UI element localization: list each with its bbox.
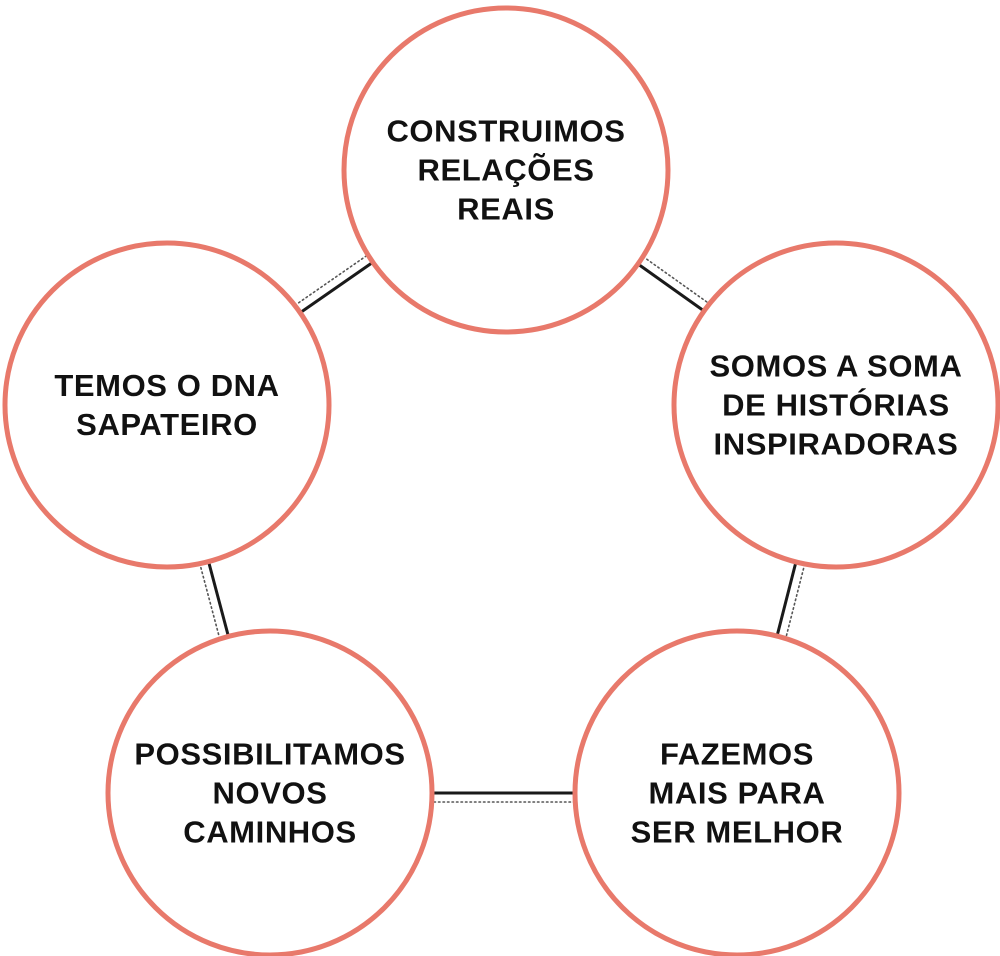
connector-line: [775, 560, 798, 638]
connector-line: [636, 262, 706, 313]
node-label-line: TEMOS O DNA: [54, 368, 279, 403]
connectors: [199, 254, 806, 803]
connector-dotted-line: [784, 563, 806, 640]
node-circle: [2, 240, 332, 570]
node-label-line: SER MELHOR: [631, 815, 844, 850]
node-label-line: CONSTRUIMOS: [386, 114, 625, 149]
node-circle: [572, 628, 902, 956]
node-label-line: SOMOS A SOMA: [710, 349, 963, 384]
connector-dotted-line: [199, 563, 221, 640]
connector-line: [207, 560, 230, 638]
node-circle: [341, 5, 671, 335]
node-label-line: REAIS: [457, 192, 555, 227]
node-label-line: RELAÇÕES: [417, 152, 594, 188]
node-label-line: MAIS PARA: [648, 776, 825, 811]
node-label-line: POSSIBILITAMOS: [134, 737, 405, 772]
connector-dotted-line: [294, 254, 369, 307]
node-fazemos: FAZEMOS MAIS PARA SER MELHOR: [572, 628, 902, 956]
connector-dotted-line: [642, 255, 711, 305]
node-temos: TEMOS O DNA SAPATEIRO: [2, 240, 332, 570]
node-label-line: FAZEMOS: [660, 737, 814, 772]
node-label-line: CAMINHOS: [183, 815, 357, 850]
node-label-line: INSPIRADORAS: [714, 427, 959, 462]
node-label-line: NOVOS: [213, 776, 328, 811]
node-circle: [105, 628, 435, 956]
node-label-line: SAPATEIRO: [76, 407, 258, 442]
connector-line: [298, 260, 375, 315]
node-possibilitamos: POSSIBILITAMOS NOVOS CAMINHOS: [105, 628, 435, 956]
node-circle: [671, 240, 1000, 570]
node-label-line: DE HISTÓRIAS: [722, 387, 950, 423]
